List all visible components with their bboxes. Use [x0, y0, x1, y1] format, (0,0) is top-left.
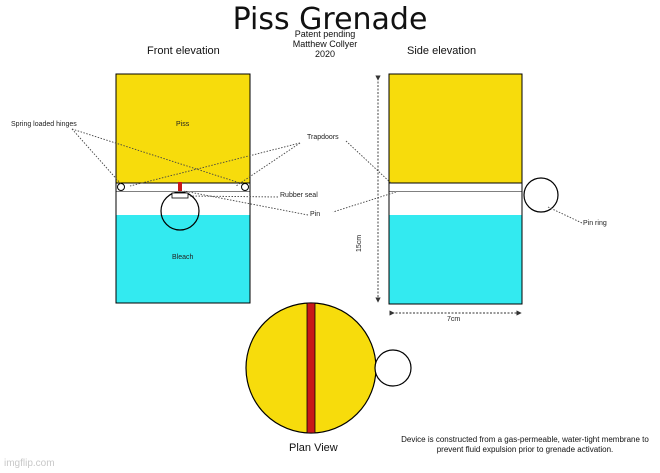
- front-gap: [116, 192, 250, 215]
- side-trapdoor-band: [388, 182, 523, 193]
- front-pin: [178, 182, 182, 191]
- left-hinge-icon: [117, 183, 125, 191]
- device-note: Device is constructed from a gas-permeab…: [401, 435, 649, 454]
- pin-label: Pin: [310, 211, 321, 218]
- side-elevation-label: Side elevation: [407, 45, 477, 57]
- imgflip-watermark: imgflip.com: [4, 458, 55, 469]
- front-rubber-seal: [171, 192, 189, 199]
- patent-line-3: 2020: [314, 49, 336, 59]
- side-pin-ring: [523, 177, 559, 213]
- piss-label: Piss: [176, 121, 190, 128]
- width-dimension-label: 7cm: [447, 316, 461, 323]
- side-gap: [389, 192, 522, 215]
- plan-pin-ring: [374, 349, 412, 387]
- right-hinge-icon: [241, 183, 249, 191]
- side-elevation: [388, 73, 559, 305]
- front-elevation: [115, 73, 251, 304]
- front-piss-chamber: [115, 73, 251, 184]
- plan-pin: [306, 302, 316, 434]
- trapdoors-label: Trapdoors: [307, 134, 339, 141]
- dimension-lines: [375, 75, 522, 316]
- front-elevation-label: Front elevation: [147, 45, 220, 57]
- front-leader-lines: [71, 128, 309, 216]
- patent-line-1: Patent pending: [294, 29, 356, 39]
- bleach-label: Bleach: [172, 254, 194, 261]
- patent-line-2: Matthew Collyer: [292, 39, 358, 49]
- height-dimension-label: 15cm: [356, 234, 363, 252]
- side-leader-lines: [332, 140, 583, 224]
- side-outline: [388, 73, 523, 305]
- patent-note: Patent pending Matthew Collyer 2020: [250, 29, 400, 59]
- plan-view: [245, 302, 412, 434]
- plan-view-label: Plan View: [289, 442, 338, 454]
- pin-ring-label: Pin ring: [583, 220, 607, 227]
- spring-hinges-label: Spring loaded hinges: [11, 121, 77, 128]
- front-pin-ring: [160, 191, 200, 231]
- side-piss-chamber: [389, 74, 522, 183]
- rubber-seal-label: Rubber seal: [280, 192, 318, 199]
- page-title: Piss Grenade: [232, 2, 428, 37]
- side-bleach-chamber: [389, 215, 522, 304]
- front-outline: [115, 73, 251, 304]
